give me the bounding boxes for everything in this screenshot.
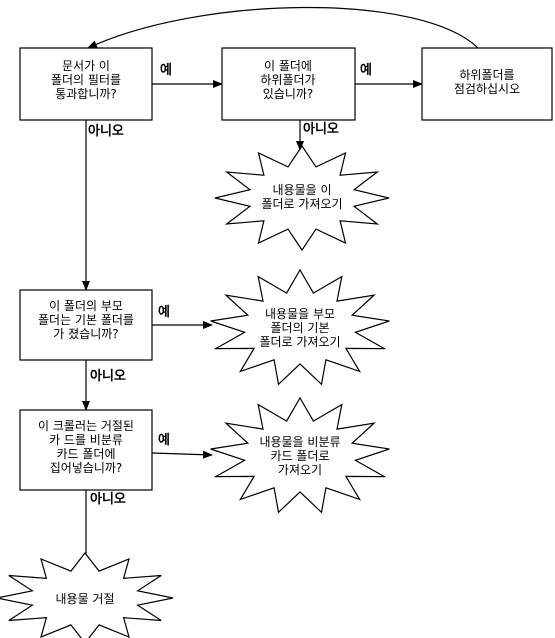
node-star-move-parent <box>210 268 390 386</box>
node-text-line: 폴더의 필터를 <box>51 73 121 87</box>
node-text-line: 집어넣습니까? <box>50 461 123 475</box>
node-text-line: 이 폴더의 부모 <box>49 299 123 313</box>
node-text-line: 가 졌습니까? <box>53 327 118 341</box>
node-text-line: 폴더의 기본 <box>270 321 329 335</box>
node-text-line: 폴더는 기본 폴더를 <box>38 313 134 327</box>
node-box-filter <box>19 47 153 121</box>
label-no-subfolder: 아니오 <box>303 121 339 137</box>
node-text-line: 내용물을 이 <box>272 183 331 197</box>
node-box-parent <box>19 289 153 361</box>
label-yes-reject: 예 <box>158 432 170 448</box>
node-text-line: 폴더로 가져오기 <box>259 335 340 349</box>
node-box-reject <box>19 409 153 491</box>
node-text-reject-action: 내용물 거절 <box>55 592 114 606</box>
node-text-line: 내용물을 비분류 <box>259 435 340 449</box>
node-text-line: 통과합니까? <box>55 87 117 101</box>
node-text-line: 하위폴더가 <box>260 73 315 87</box>
label-yes-subfolder: 예 <box>360 62 372 78</box>
node-text-line: 문서가 이 <box>62 59 110 73</box>
node-text-line: 카드 폴더로 <box>270 449 329 463</box>
node-box-check-sub <box>421 47 553 121</box>
node-star-move-here <box>214 144 390 252</box>
node-text-line: 내용물을 부모 <box>265 307 335 321</box>
node-text-line: 이 크롤러는 거절된 <box>38 419 134 433</box>
node-text-line: 있습니까? <box>263 87 314 101</box>
node-star-reject <box>0 552 174 638</box>
label-no-filter: 아니오 <box>88 123 124 139</box>
node-text-line: 내용물 거절 <box>55 592 114 606</box>
label-no-reject: 아니오 <box>90 491 126 507</box>
label-yes-parent: 예 <box>158 304 170 320</box>
edge-reject-yes <box>151 450 213 459</box>
edge-check-loop-back <box>87 6 479 49</box>
node-text-line: 폴더로 가져오기 <box>261 197 342 211</box>
node-text-line: 가져오기 <box>278 463 322 477</box>
node-text-line: 하위폴더를 <box>459 68 514 82</box>
node-text-line: 카 드를 비분류 <box>49 433 123 447</box>
label-no-parent: 아니오 <box>90 368 126 384</box>
node-box-subfolder <box>221 47 356 121</box>
label-yes-filter: 예 <box>160 62 172 78</box>
node-text-line: 카드 폴더에 <box>56 447 115 461</box>
node-text-line: 이 폴더에 <box>264 59 312 73</box>
node-star-move-unclassified <box>210 396 390 514</box>
node-text-line: 점검하십시오 <box>454 82 520 96</box>
